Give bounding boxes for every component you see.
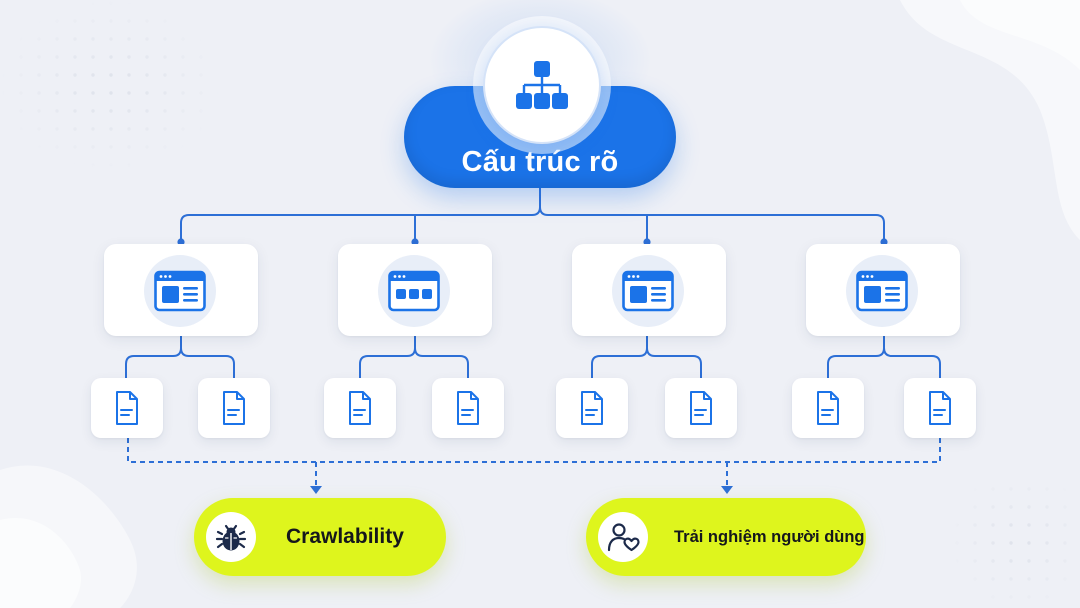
user-heart-icon	[607, 523, 640, 552]
root-icon-badge	[483, 26, 601, 144]
sitemap-icon	[516, 61, 568, 109]
document-icon	[223, 391, 245, 425]
page-card	[792, 378, 864, 438]
document-icon	[581, 391, 603, 425]
document-icon	[349, 391, 371, 425]
section-icon-badge	[378, 255, 450, 327]
page-card	[91, 378, 163, 438]
section-card-2	[338, 244, 492, 336]
document-icon	[817, 391, 839, 425]
page-card	[904, 378, 976, 438]
browser-window-grid-icon	[388, 270, 440, 312]
outcome-dashed-lines	[127, 438, 941, 486]
section-card-1	[104, 244, 258, 336]
page-card	[198, 378, 270, 438]
section-icon-badge	[612, 255, 684, 327]
outcome-icon-badge	[598, 512, 648, 562]
document-icon	[457, 391, 479, 425]
root-trunk-line	[180, 188, 541, 242]
root-branch-line	[548, 214, 885, 242]
section-icon-badge	[846, 255, 918, 327]
arrow-heads	[310, 486, 733, 494]
section-card-4	[806, 244, 960, 336]
page-card	[665, 378, 737, 438]
page-card	[432, 378, 504, 438]
browser-window-content-icon	[622, 270, 674, 312]
page-card	[556, 378, 628, 438]
outcome-label: Crawlability	[286, 525, 404, 548]
outcome-label: Trải nghiệm người dùng	[674, 528, 865, 546]
section-icon-badge	[144, 255, 216, 327]
document-icon	[690, 391, 712, 425]
outcome-user-experience: Trải nghiệm người dùng	[586, 498, 866, 576]
section-page-lines	[125, 336, 941, 378]
page-card	[324, 378, 396, 438]
outcome-crawlability: Crawlability	[194, 498, 446, 576]
browser-window-content-icon	[154, 270, 206, 312]
bug-icon	[215, 524, 247, 551]
document-icon	[929, 391, 951, 425]
root-title: Cấu trúc rõ	[461, 146, 619, 178]
document-icon	[116, 391, 138, 425]
browser-window-content-icon	[856, 270, 908, 312]
outcome-icon-badge	[206, 512, 256, 562]
section-card-3	[572, 244, 726, 336]
